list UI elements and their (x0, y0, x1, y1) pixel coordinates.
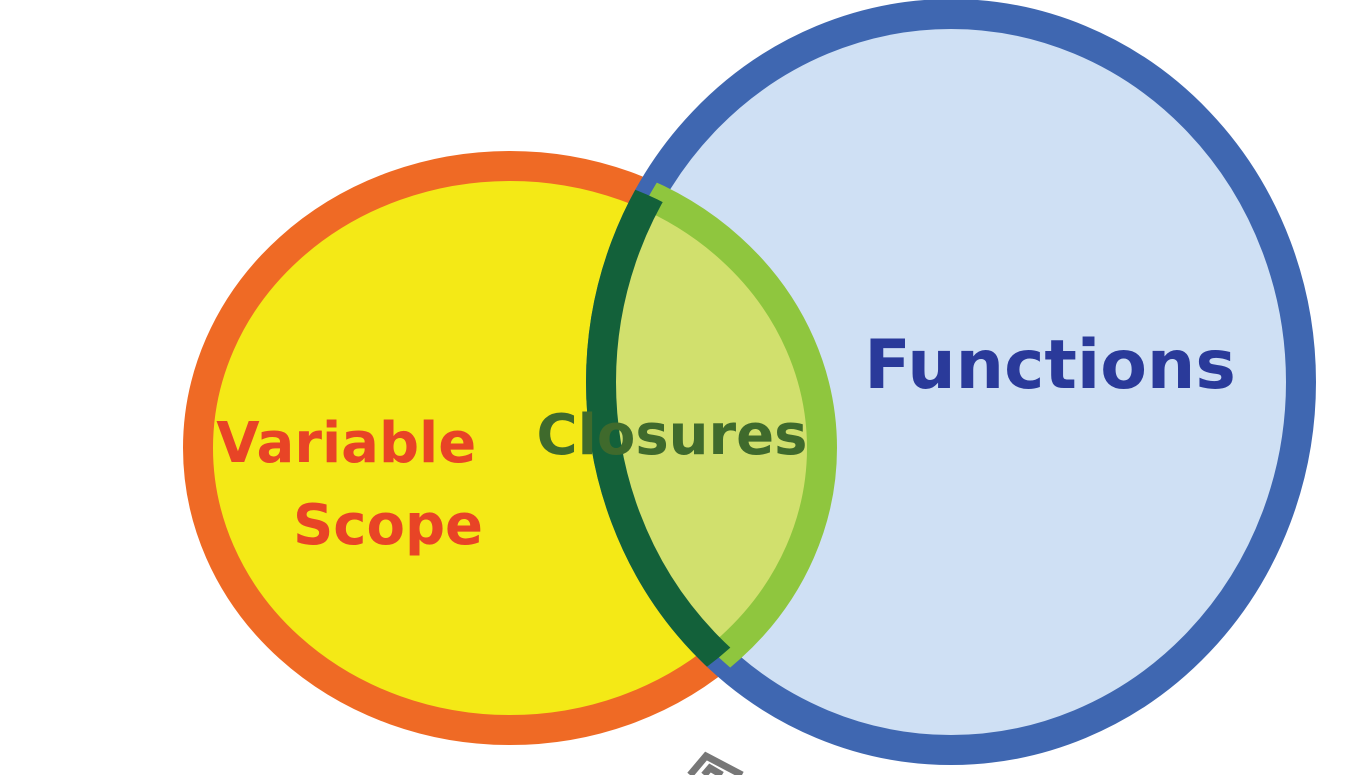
closures-label: Closures (537, 403, 808, 468)
pointer-arrow-icon (687, 751, 744, 775)
variable-scope-label: Variable Scope (216, 411, 495, 558)
variable-scope-label-line-2: Scope (293, 493, 483, 558)
functions-label: Functions (864, 326, 1236, 405)
scope-border-in-overlap (601, 151, 837, 745)
variable-scope-label-line-1: Variable (216, 411, 476, 476)
functions-border-in-overlap (586, 166, 822, 730)
